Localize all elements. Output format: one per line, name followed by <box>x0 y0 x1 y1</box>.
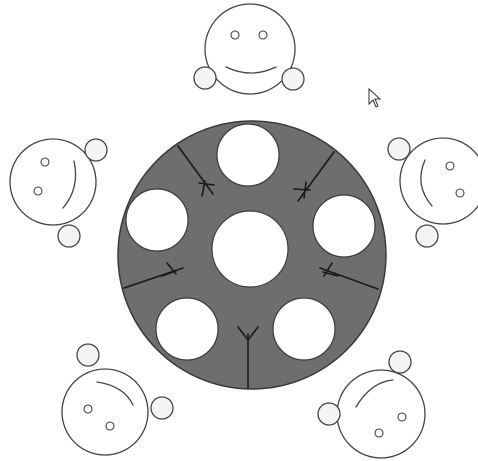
eye <box>446 162 454 170</box>
arrow-pointer-icon <box>369 89 380 107</box>
player-lower-right <box>318 351 425 458</box>
player-hand-left <box>85 139 107 161</box>
eye <box>456 189 464 197</box>
player-hand-left <box>194 67 216 89</box>
slot-top[interactable] <box>217 124 279 186</box>
player-hand-right <box>58 225 80 247</box>
eye <box>106 422 114 430</box>
eye <box>259 31 267 39</box>
eye <box>84 405 92 413</box>
slot-upper-left[interactable] <box>126 189 188 251</box>
player-hand-right <box>416 225 438 247</box>
player-hand-right <box>151 397 173 419</box>
player-hand-right <box>389 351 411 373</box>
eye <box>375 429 383 437</box>
game-board <box>118 121 386 389</box>
player-hand-left <box>318 403 340 425</box>
eye <box>231 31 239 39</box>
player-upper-right <box>388 138 478 247</box>
player-face <box>400 138 478 224</box>
slot-lower-left[interactable] <box>156 298 218 360</box>
player-face <box>62 369 148 455</box>
center-pit[interactable] <box>212 211 288 287</box>
slot-upper-right[interactable] <box>313 195 375 257</box>
player-hand-left <box>77 344 99 366</box>
player-hand-right <box>282 68 304 90</box>
player-top <box>194 4 304 94</box>
eye <box>398 413 406 421</box>
player-upper-left <box>10 139 107 247</box>
player-hand-left <box>388 138 410 160</box>
player-lower-left <box>62 344 173 455</box>
eye <box>41 158 49 166</box>
slot-lower-right[interactable] <box>273 298 335 360</box>
eye <box>34 187 42 195</box>
player-face <box>10 139 96 225</box>
